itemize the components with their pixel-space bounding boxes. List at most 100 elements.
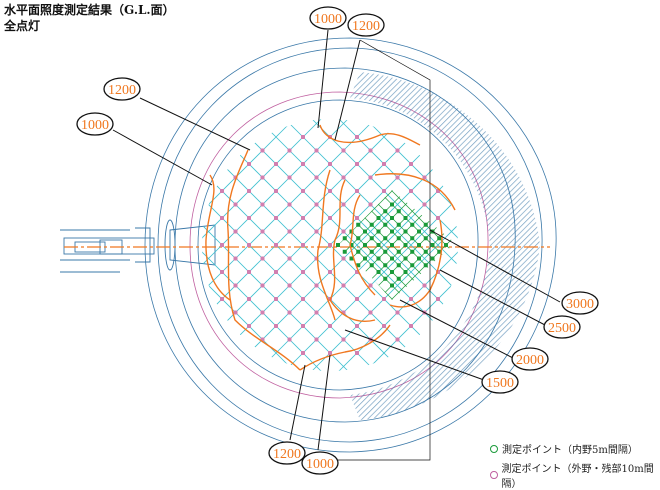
infield-point bbox=[383, 263, 388, 268]
infield-point bbox=[423, 249, 428, 254]
stands-right bbox=[350, 72, 540, 420]
outfield-point bbox=[260, 337, 265, 342]
infield-point bbox=[369, 249, 374, 254]
infield-point bbox=[363, 243, 367, 247]
infield-point bbox=[349, 243, 354, 247]
outfield-point bbox=[382, 189, 386, 193]
outfield-point bbox=[274, 297, 278, 301]
infield-point bbox=[383, 249, 388, 254]
outfield-point bbox=[247, 270, 251, 274]
outfield-point bbox=[233, 310, 238, 315]
infield-point bbox=[376, 270, 381, 274]
outfield-point bbox=[355, 270, 359, 274]
outfield-point bbox=[341, 202, 346, 207]
outfield-point bbox=[355, 324, 359, 328]
infield-point bbox=[410, 236, 415, 241]
callout-value: 1200 bbox=[108, 83, 136, 98]
legend-infield: 測定ポイント（内野5m間隔） bbox=[490, 441, 638, 456]
outfield-point bbox=[341, 283, 346, 288]
outfield-point bbox=[422, 283, 427, 288]
outfield-point bbox=[355, 351, 359, 355]
outfield-point bbox=[287, 175, 292, 180]
infield-grid-line bbox=[340, 190, 342, 194]
infield-point bbox=[430, 256, 435, 261]
infield-grid-line bbox=[340, 296, 342, 300]
callout-value: 1200 bbox=[273, 447, 301, 462]
infield-point bbox=[403, 270, 408, 274]
infield-point bbox=[390, 202, 394, 207]
outfield-point bbox=[260, 256, 265, 261]
infield-point bbox=[417, 256, 421, 261]
infield-point bbox=[369, 263, 374, 268]
outfield-point bbox=[220, 297, 224, 301]
infield-point bbox=[376, 256, 381, 261]
infield-point bbox=[383, 209, 388, 214]
callout-left-1200: 1200 bbox=[103, 77, 141, 101]
infield-point bbox=[437, 236, 442, 241]
callout-value: 3000 bbox=[566, 297, 594, 312]
outfield-point bbox=[314, 175, 319, 180]
outfield-point bbox=[368, 310, 373, 315]
outfield-point bbox=[314, 229, 319, 234]
infield-point bbox=[376, 216, 381, 220]
outfield-point bbox=[287, 202, 292, 207]
callout-value: 1000 bbox=[306, 457, 334, 472]
outfield-point bbox=[341, 229, 346, 234]
outfield-point bbox=[233, 283, 238, 288]
outfield-point bbox=[274, 324, 278, 328]
callout-oval bbox=[511, 347, 549, 371]
infield-point bbox=[376, 229, 381, 234]
infield-point bbox=[396, 263, 401, 268]
outfield-point bbox=[328, 351, 332, 355]
outfield-point bbox=[301, 216, 305, 220]
outfield-point bbox=[328, 189, 332, 193]
outfield-point bbox=[301, 189, 305, 193]
infield-point bbox=[410, 222, 415, 227]
outfield-point bbox=[368, 283, 373, 288]
infield-point bbox=[423, 222, 428, 227]
infield-point bbox=[390, 216, 394, 220]
outfield-point bbox=[287, 148, 292, 153]
outfield-point bbox=[233, 256, 238, 261]
legend-outfield: 測定ポイント（外野・残部10m間隔） bbox=[490, 460, 660, 490]
callout-right-2500: 2500 bbox=[543, 315, 581, 339]
infield-grid-line bbox=[415, 190, 455, 229]
outfield-point bbox=[287, 337, 292, 342]
outfield-point bbox=[301, 351, 305, 355]
outfield-point bbox=[314, 283, 319, 288]
outfield-point bbox=[220, 189, 224, 193]
outfield-point bbox=[274, 243, 278, 247]
outfield-point bbox=[247, 243, 251, 247]
callout-right-3000: 3000 bbox=[561, 291, 599, 315]
outfield-point bbox=[355, 216, 359, 220]
infield-point bbox=[363, 256, 367, 261]
outfield-point bbox=[260, 202, 265, 207]
outfield-point bbox=[260, 175, 265, 180]
infield-point bbox=[376, 243, 381, 247]
outfield-point bbox=[368, 175, 373, 180]
infield-point bbox=[430, 243, 435, 247]
outfield-point bbox=[301, 243, 305, 247]
outfield-point bbox=[274, 216, 278, 220]
outfield-point bbox=[260, 229, 265, 234]
callout-bottom-1200: 1200 bbox=[268, 441, 306, 465]
outfield-point bbox=[395, 337, 400, 342]
infield-point bbox=[363, 229, 367, 234]
outfield-point bbox=[328, 270, 332, 274]
outfield-point bbox=[233, 175, 238, 180]
outfield-point bbox=[409, 324, 413, 328]
title-text: 水平面照度測定結果（G.L.面） bbox=[4, 3, 175, 17]
infield-point bbox=[396, 249, 401, 254]
outfield-point bbox=[314, 337, 319, 342]
infield-point bbox=[369, 222, 374, 227]
infield-point bbox=[390, 256, 394, 261]
outfield-point bbox=[287, 229, 292, 234]
infield-point bbox=[403, 216, 408, 220]
green-circle-icon bbox=[490, 444, 498, 453]
callout-oval bbox=[103, 77, 141, 101]
callout-oval bbox=[561, 291, 599, 315]
subtitle-text: 全点灯 bbox=[4, 19, 41, 33]
outfield-point bbox=[301, 135, 305, 139]
outfield-point bbox=[422, 202, 427, 207]
